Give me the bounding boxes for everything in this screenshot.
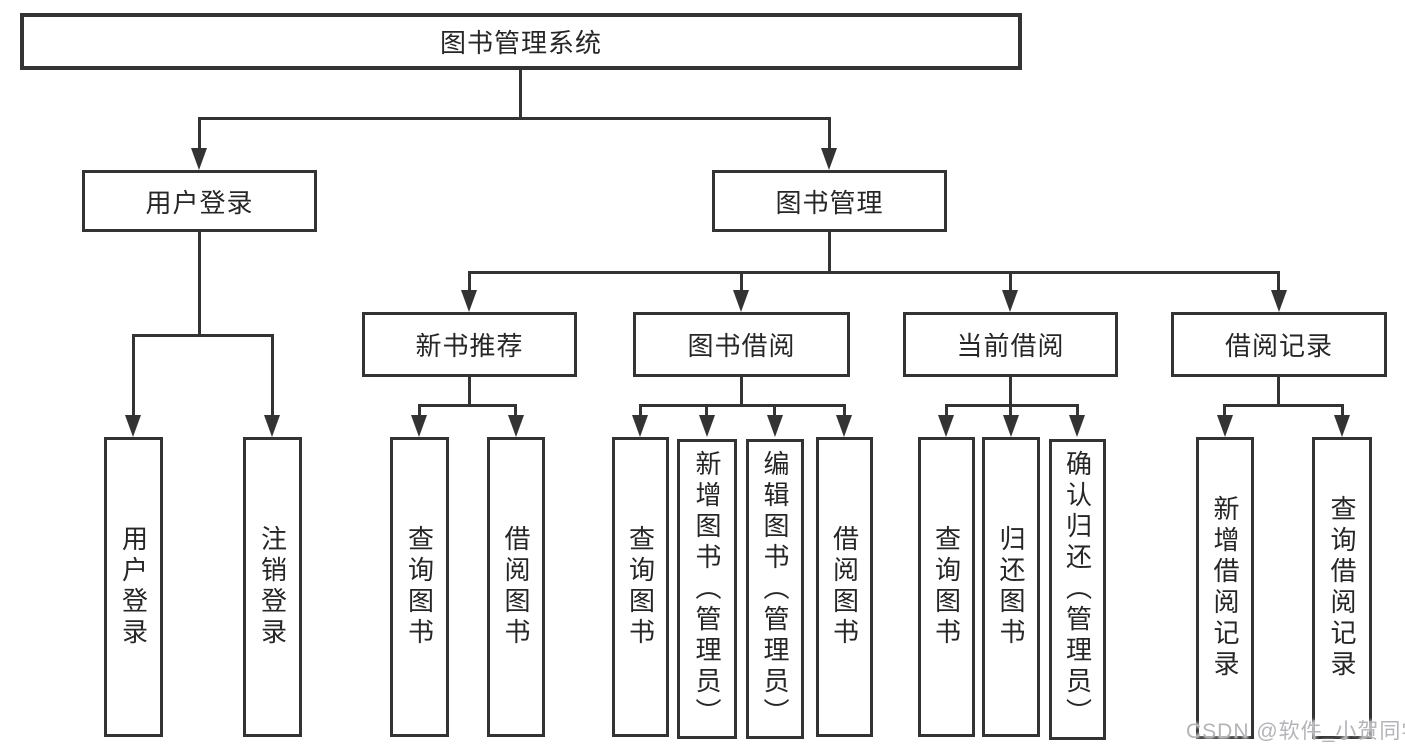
arrow-down-icon (461, 290, 477, 312)
node-current-borrow-label: 当前借阅 (956, 331, 1065, 361)
leaf-bb-edit-books-label: 编辑图书（管理员） (760, 449, 790, 729)
arrow-down-icon (733, 290, 749, 312)
arrow-down-icon (411, 415, 427, 437)
connector-line (639, 404, 642, 418)
arrow-down-icon (821, 148, 837, 170)
arrow-down-icon (1069, 415, 1085, 437)
node-book-mgmt-label: 图书管理 (775, 187, 884, 218)
arrow-down-icon (632, 415, 648, 437)
leaf-nb-borrow-books-label: 借阅图书 (501, 525, 531, 649)
node-new-books-label: 新书推荐 (415, 331, 524, 361)
leaf-cb-confirm-return-label: 确认归还（管理员） (1062, 450, 1093, 729)
node-book-borrow-label: 图书借阅 (687, 331, 796, 361)
connector-line (828, 117, 831, 151)
connector-line (132, 334, 274, 337)
arrow-down-icon (1003, 415, 1019, 437)
node-borrow-records-label: 借阅记录 (1224, 331, 1333, 361)
node-root-label: 图书管理系统 (439, 28, 602, 58)
connector-line (1277, 271, 1280, 294)
arrow-down-icon (264, 415, 280, 437)
connector-line (198, 232, 201, 337)
arrow-down-icon (1002, 290, 1018, 312)
connector-line (1009, 404, 1012, 418)
connector-line (1009, 377, 1012, 407)
leaf-nb-borrow-books: 借阅图书 (487, 437, 545, 737)
leaf-br-add-record: 新增借阅记录 (1196, 437, 1254, 739)
connector-line (843, 404, 846, 418)
leaf-nb-query-books: 查询图书 (390, 437, 449, 737)
connector-line (639, 404, 846, 407)
connector-line (1223, 404, 1343, 407)
node-book-mgmt: 图书管理 (712, 170, 947, 232)
arrow-down-icon (125, 415, 141, 437)
node-new-books: 新书推荐 (362, 312, 577, 377)
arrow-down-icon (1271, 290, 1287, 312)
leaf-login-label: 用户登录 (118, 525, 149, 649)
leaf-bb-query-books: 查询图书 (612, 437, 669, 737)
connector-line (773, 404, 776, 418)
connector-line (468, 271, 471, 294)
connector-line (1076, 404, 1079, 418)
leaf-cb-return-books: 归还图书 (982, 437, 1040, 737)
leaf-nb-query-books-label: 查询图书 (404, 525, 435, 649)
leaf-cb-confirm-return: 确认归还（管理员） (1049, 439, 1106, 740)
node-user-login-label: 用户登录 (145, 187, 254, 218)
arrow-down-icon (1334, 415, 1350, 437)
connector-line (1277, 377, 1280, 407)
leaf-bb-add-books: 新增图书（管理员） (677, 439, 737, 739)
leaf-logout: 注销登录 (243, 437, 302, 737)
leaf-bb-query-books-label: 查询图书 (625, 525, 656, 649)
leaf-br-query-record: 查询借阅记录 (1312, 437, 1372, 739)
leaf-bb-edit-books: 编辑图书（管理员） (746, 439, 804, 739)
leaf-cb-return-books-label: 归还图书 (996, 525, 1026, 649)
connector-line (468, 377, 471, 407)
connector-line (1223, 404, 1226, 418)
arrow-down-icon (508, 415, 524, 437)
arrow-down-icon (1217, 415, 1233, 437)
connector-line (945, 404, 1079, 407)
connector-line (1341, 404, 1344, 418)
connector-line (828, 232, 831, 274)
connector-line (705, 404, 708, 418)
connector-line (198, 117, 831, 120)
connector-line (519, 68, 522, 120)
watermark-text: CSDN @软件_小贺同学 (1186, 720, 1405, 743)
connector-line (271, 334, 274, 417)
node-current-borrow: 当前借阅 (903, 312, 1118, 377)
leaf-bb-add-books-label: 新增图书（管理员） (692, 449, 722, 729)
connector-line (198, 117, 201, 151)
node-root: 图书管理系统 (20, 13, 1022, 70)
leaf-logout-label: 注销登录 (257, 525, 288, 649)
leaf-login: 用户登录 (104, 437, 163, 737)
arrow-down-icon (938, 415, 954, 437)
connector-line (1009, 271, 1012, 294)
connector-line (418, 404, 517, 407)
leaf-cb-query-books-label: 查询图书 (931, 525, 962, 649)
arrow-down-icon (836, 415, 852, 437)
leaf-bb-borrow-books: 借阅图书 (816, 437, 873, 737)
leaf-cb-query-books: 查询图书 (918, 437, 975, 737)
connector-line (468, 271, 1280, 274)
arrow-down-icon (767, 415, 783, 437)
leaf-bb-borrow-books-label: 借阅图书 (829, 525, 860, 649)
leaf-br-query-record-label: 查询借阅记录 (1327, 495, 1357, 681)
node-borrow-records: 借阅记录 (1171, 312, 1387, 377)
connector-line (514, 404, 517, 418)
arrow-down-icon (191, 148, 207, 170)
connector-line (132, 334, 135, 417)
connector-line (945, 404, 948, 418)
connector-line (418, 404, 421, 418)
connector-line (740, 271, 743, 294)
arrow-down-icon (699, 415, 715, 437)
node-book-borrow: 图书借阅 (633, 312, 850, 377)
node-user-login: 用户登录 (82, 170, 317, 232)
connector-line (740, 377, 743, 407)
leaf-br-add-record-label: 新增借阅记录 (1210, 495, 1240, 681)
